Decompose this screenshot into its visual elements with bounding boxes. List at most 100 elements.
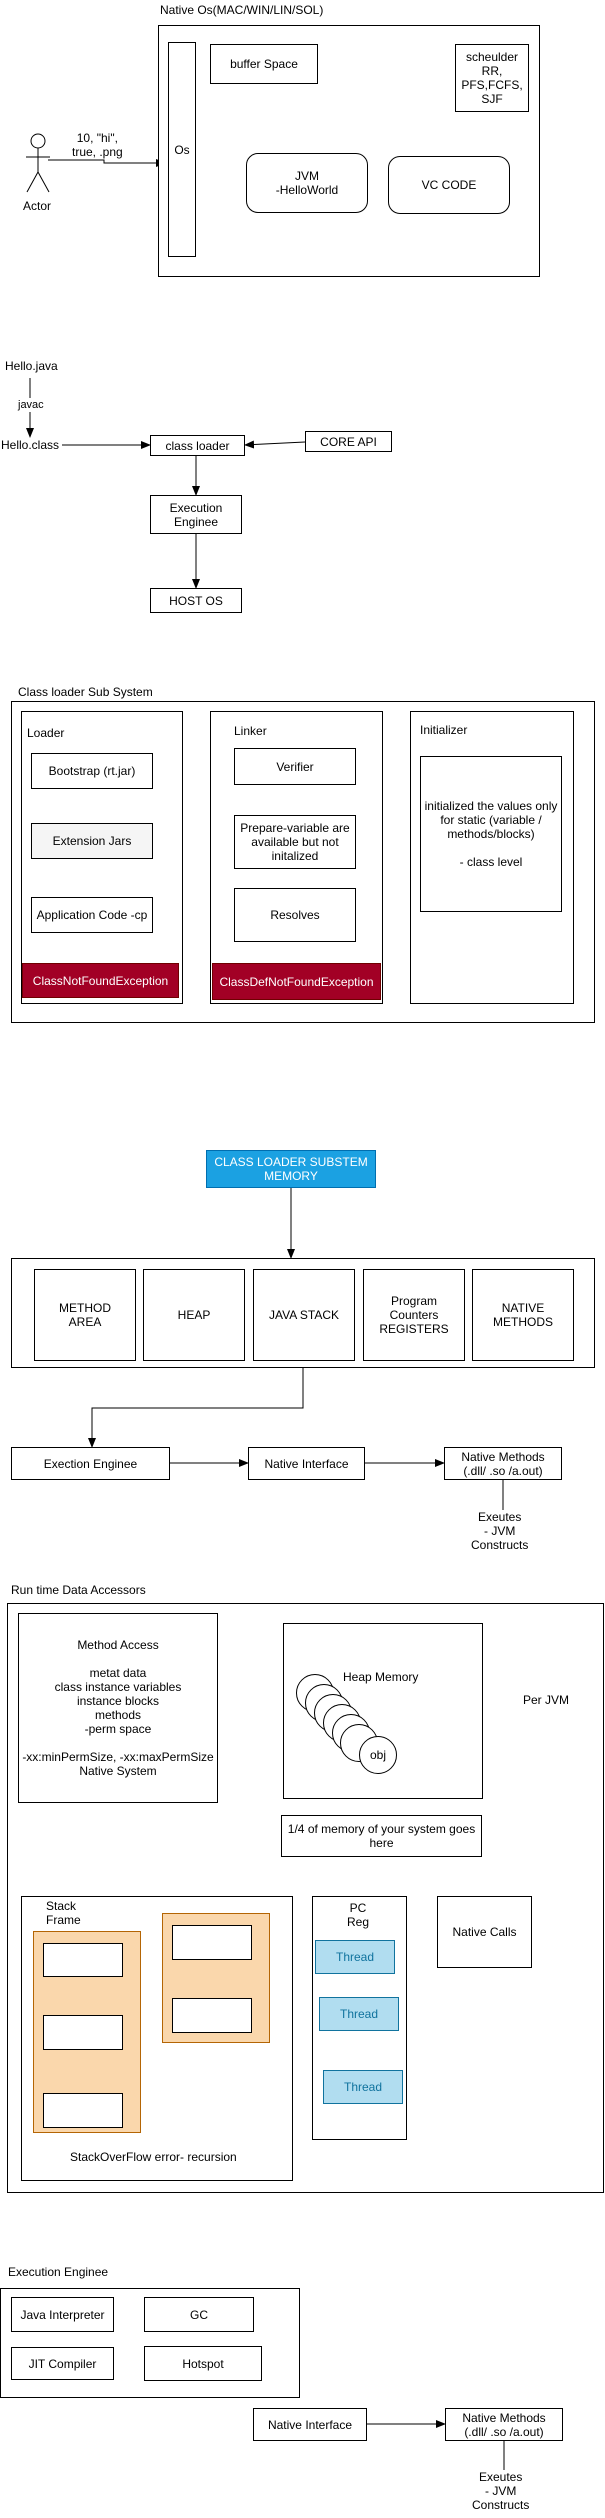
- class-loader-label: class loader: [165, 438, 230, 453]
- host-os-label: HOST OS: [169, 593, 223, 608]
- native-interface-label: Native Interface: [264, 1456, 349, 1471]
- native-calls-label: Native Calls: [452, 1925, 517, 1939]
- native-methods-label: Native Methods (.dll/ .so /a.out): [461, 1449, 545, 1478]
- verifier-box: Verifier: [234, 748, 356, 785]
- exection-engine-label: Exection Enginee: [43, 1456, 138, 1471]
- heap-memory-label: Heap Memory: [343, 1670, 419, 1684]
- initializer-title: Initializer: [420, 723, 468, 737]
- buffer-space-box: buffer Space: [210, 44, 318, 84]
- scheduler-label: scheulder RR, PFS,FCFS, SJF: [461, 50, 523, 106]
- javac-label: javac: [18, 398, 44, 412]
- execution-engine-box: Execution Enginee: [150, 495, 242, 534]
- input-values-label: 10, "hi", true, .png: [72, 131, 123, 159]
- os-column: Os: [168, 42, 196, 257]
- stack-frame-item: [43, 2093, 123, 2128]
- core-api-to-loader-arrow: [244, 440, 306, 449]
- jit-compiler-label: JIT Compiler: [28, 2356, 97, 2371]
- heap-note-text: 1/4 of memory of your system goes here: [287, 1822, 476, 1850]
- method-area-label: METHOD AREA: [59, 1301, 111, 1329]
- native-methods-area-box: NATIVE METHODS: [472, 1269, 574, 1361]
- hotspot-box: Hotspot: [144, 2346, 262, 2381]
- exection-engine-box: Exection Enginee: [11, 1447, 170, 1480]
- stack-frame-item: [172, 1998, 252, 2033]
- memory-to-engine-arrow: [88, 1368, 304, 1448]
- resolves-label: Resolves: [270, 908, 320, 922]
- thread-label: Thread: [343, 2080, 383, 2094]
- scheduler-box: scheulder RR, PFS,FCFS, SJF: [455, 44, 529, 112]
- java-stack-box: JAVA STACK: [253, 1269, 355, 1361]
- runtime-data-title: Run time Data Accessors: [11, 1583, 146, 1597]
- method-access-text: Method Access metat data class instance …: [22, 1638, 214, 1778]
- native-calls-box: Native Calls: [437, 1896, 532, 1968]
- buffer-space-label: buffer Space: [230, 57, 298, 71]
- stack-frame-label: Stack Frame: [46, 1899, 81, 1927]
- program-counters-box: Program Counters REGISTERS: [363, 1269, 465, 1361]
- application-code-label: Application Code -cp: [36, 908, 148, 922]
- stack-frame-item: [43, 1943, 123, 1977]
- extension-jars-box: Extension Jars: [31, 823, 153, 859]
- class-not-found-exception-box: ClassNotFoundException: [22, 963, 179, 998]
- heap-note-box: 1/4 of memory of your system goes here: [281, 1815, 482, 1857]
- gc-label: GC: [190, 2307, 208, 2322]
- os-label: Os: [174, 142, 190, 157]
- s6-executes-label: Exeutes - JVM Constructs: [472, 2470, 530, 2512]
- java-stack-label: JAVA STACK: [268, 1308, 340, 1322]
- bootstrap-box: Bootstrap (rt.jar): [31, 753, 153, 789]
- per-jvm-label: Per JVM: [523, 1693, 570, 1707]
- vscode-box: VC CODE: [388, 156, 510, 214]
- s6-native-methods-label: Native Methods (.dll/ .so /a.out): [462, 2410, 546, 2439]
- execution-engine-label: Execution Enginee: [169, 500, 223, 529]
- jvm-label: JVM -HelloWorld: [275, 169, 339, 197]
- native-methods-box: Native Methods (.dll/ .so /a.out): [444, 1447, 562, 1480]
- host-os-box: HOST OS: [150, 588, 242, 613]
- heap-box: HEAP: [143, 1269, 245, 1361]
- native-interface-box: Native Interface: [248, 1447, 365, 1480]
- class-not-found-exception-label: ClassNotFoundException: [32, 973, 169, 988]
- method-access-box: Method Access metat data class instance …: [18, 1613, 218, 1803]
- initializer-text: initialized the values only for static (…: [424, 799, 558, 869]
- prepare-box: Prepare-variable are available but not i…: [234, 815, 356, 869]
- linker-title: Linker: [234, 724, 267, 738]
- initializer-box: initialized the values only for static (…: [420, 756, 562, 912]
- s6-native-interface-box: Native Interface: [253, 2408, 367, 2441]
- jvm-box: JVM -HelloWorld: [246, 153, 368, 213]
- s6-native-methods-box: Native Methods (.dll/ .so /a.out): [445, 2408, 563, 2441]
- hello-java-label: Hello.java: [5, 359, 58, 373]
- class-def-not-found-exception-box: ClassDefNotFoundException: [212, 963, 381, 1000]
- java-interpreter-box: Java Interpreter: [11, 2297, 114, 2332]
- memory-header-label: CLASS LOADER SUBSTEM MEMORY: [214, 1155, 368, 1183]
- class-loader-box: class loader: [150, 435, 245, 456]
- stack-overflow-label: StackOverFlow error- recursion: [70, 2150, 237, 2164]
- prepare-label: Prepare-variable are available but not i…: [240, 821, 350, 863]
- native-os-title: Native Os(MAC/WIN/LIN/SOL): [160, 3, 324, 17]
- thread-box: Thread: [315, 1940, 395, 1974]
- stack-frame-item: [43, 2015, 123, 2050]
- stack-frame-item: [172, 1925, 252, 1960]
- gc-box: GC: [144, 2297, 254, 2332]
- native-methods-area-label: NATIVE METHODS: [493, 1301, 553, 1329]
- core-api-label: CORE API: [320, 434, 377, 449]
- vscode-label: VC CODE: [421, 178, 477, 192]
- loader-title: Loader: [27, 726, 65, 740]
- thread-label: Thread: [335, 1950, 375, 1964]
- class-loader-subsystem-title: Class loader Sub System: [18, 685, 153, 699]
- program-counters-label: Program Counters REGISTERS: [379, 1294, 449, 1336]
- jit-compiler-box: JIT Compiler: [11, 2347, 114, 2380]
- method-area-box: METHOD AREA: [34, 1269, 136, 1361]
- thread-box: Thread: [323, 2070, 403, 2104]
- thread-label: Thread: [339, 2007, 379, 2021]
- s6-native-interface-label: Native Interface: [267, 2417, 353, 2432]
- hello-class-label: Hello.class: [1, 438, 60, 452]
- resolves-box: Resolves: [234, 888, 356, 942]
- class-def-not-found-exception-label: ClassDefNotFoundException: [219, 974, 374, 989]
- verifier-label: Verifier: [276, 759, 314, 774]
- hotspot-label: Hotspot: [182, 2356, 224, 2371]
- extension-jars-label: Extension Jars: [52, 834, 132, 848]
- executes-label: Exeutes - JVM Constructs: [471, 1510, 529, 1552]
- core-api-box: CORE API: [305, 431, 392, 452]
- obj-label: obj: [369, 1748, 386, 1762]
- application-code-box: Application Code -cp: [31, 897, 153, 933]
- memory-header-box: CLASS LOADER SUBSTEM MEMORY: [206, 1150, 376, 1188]
- heap-label: HEAP: [177, 1308, 211, 1322]
- actor-to-os-arrow: [48, 159, 166, 167]
